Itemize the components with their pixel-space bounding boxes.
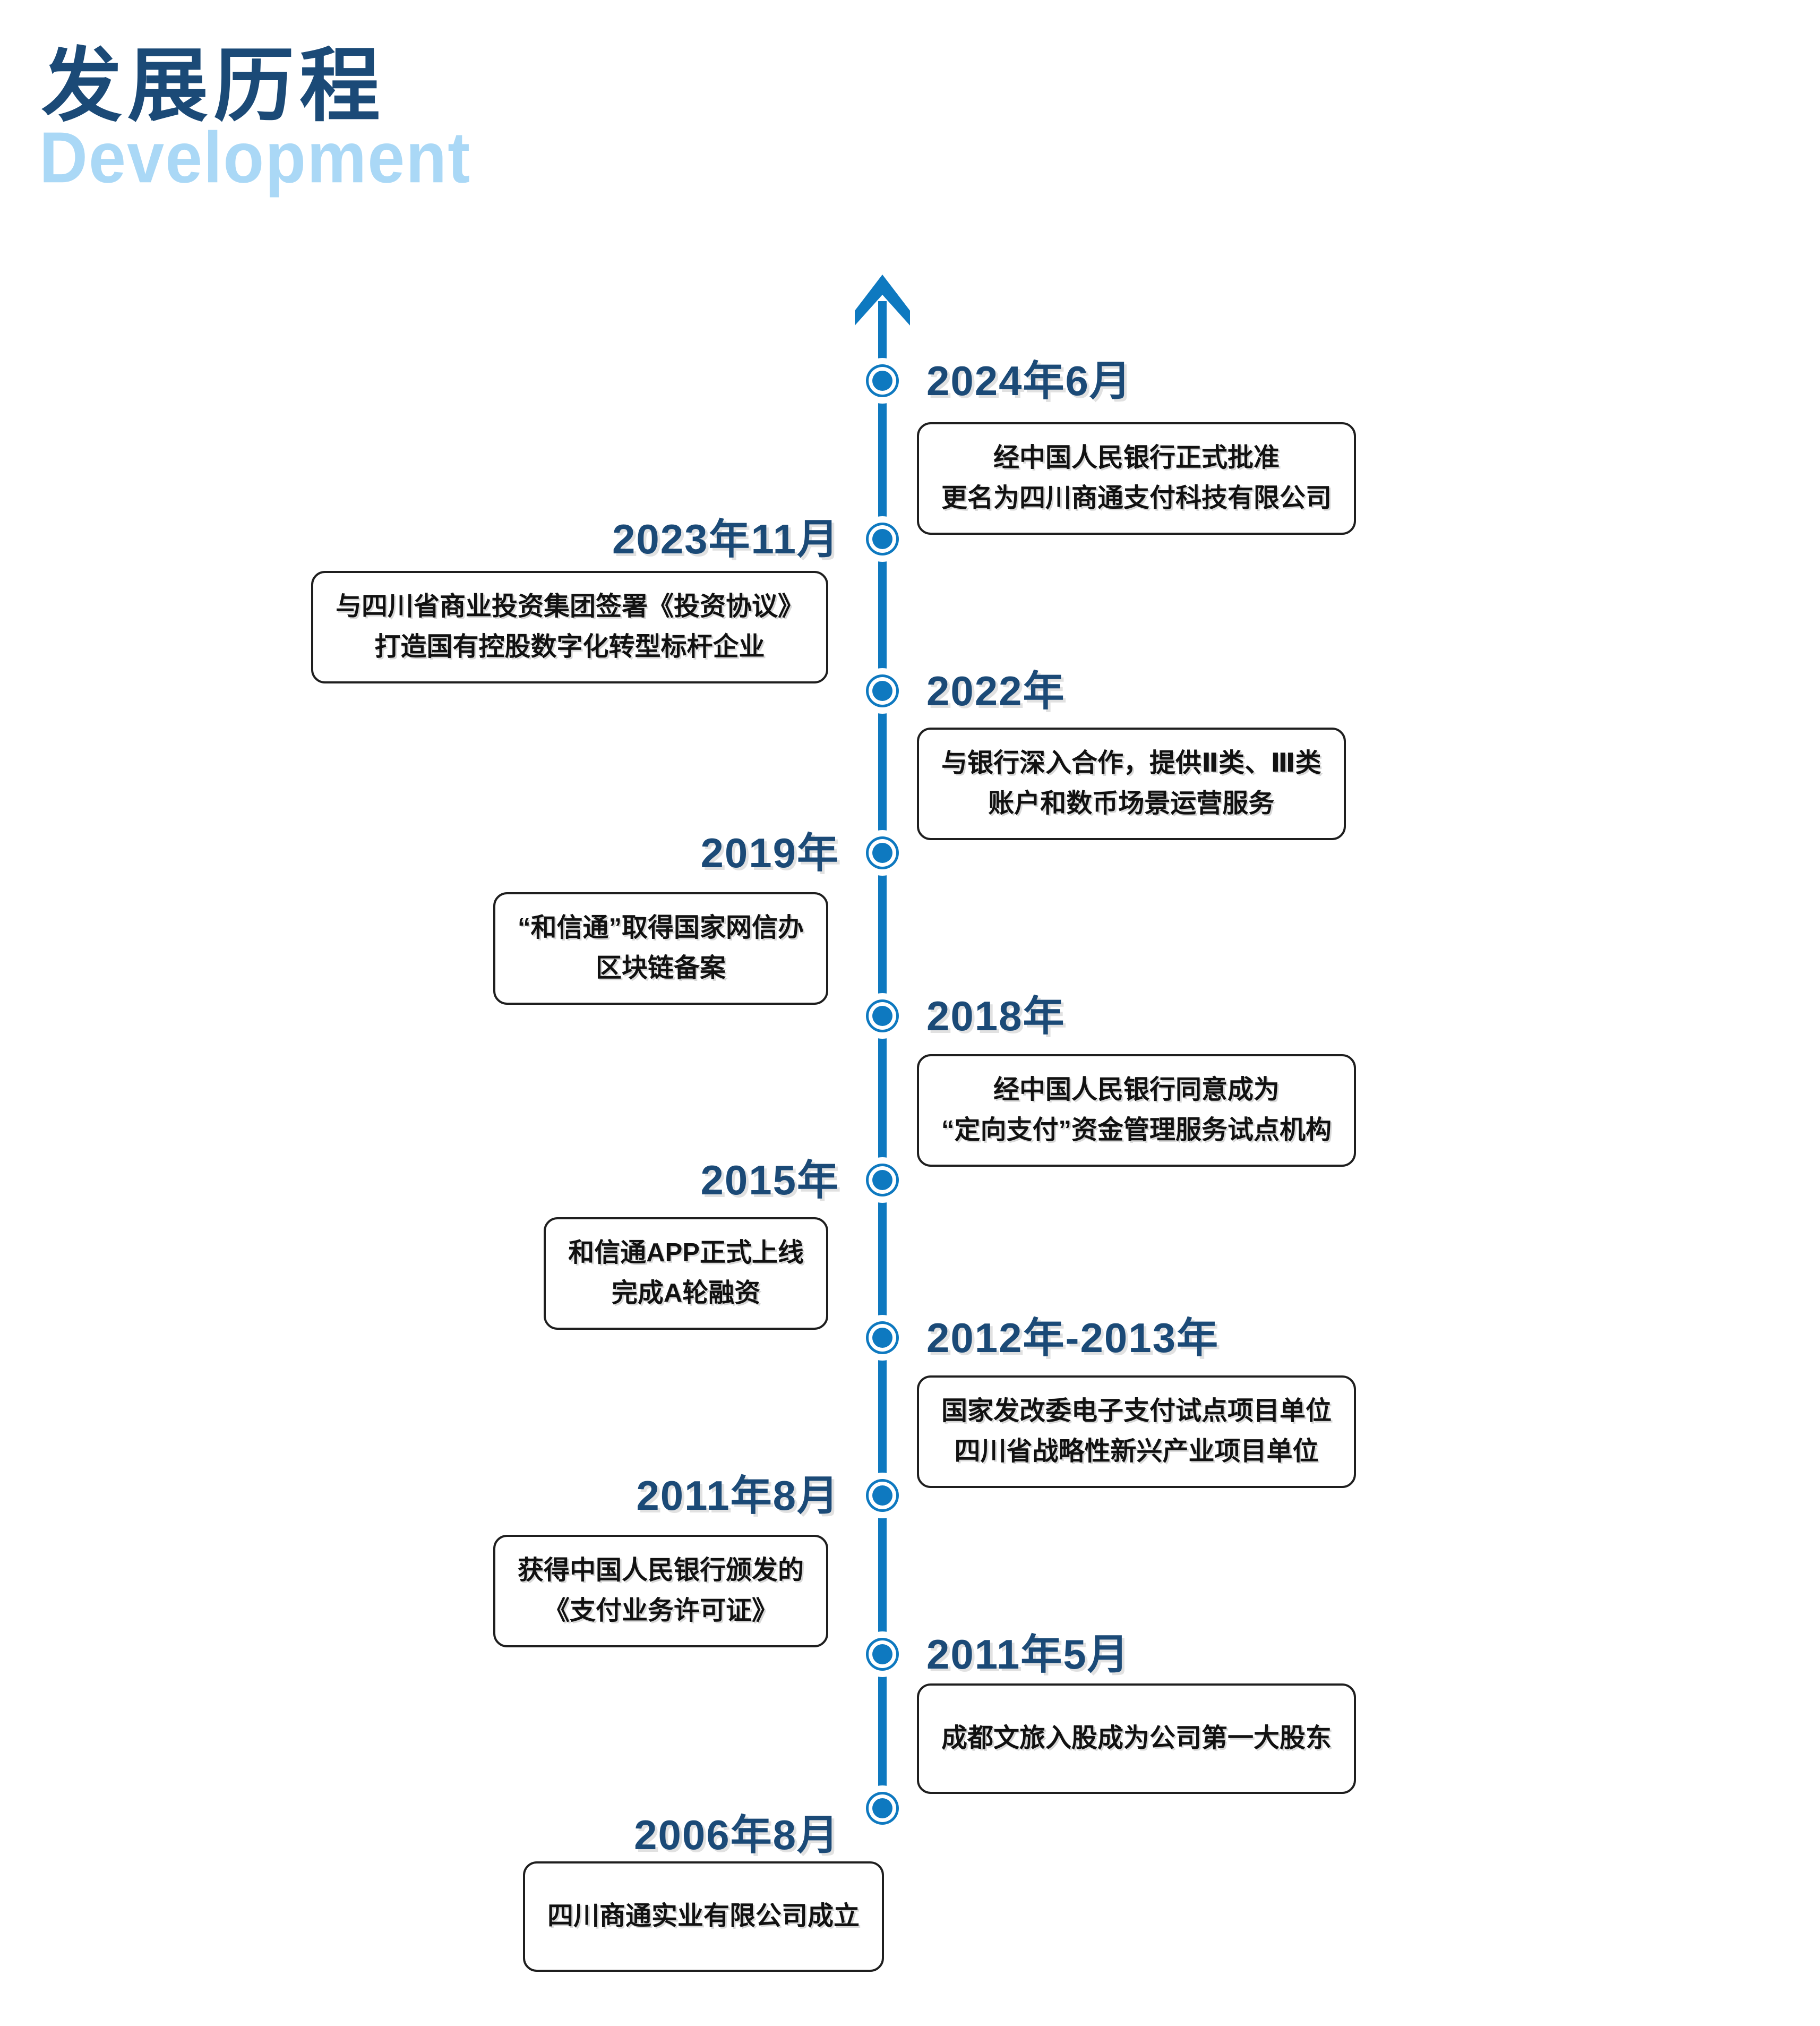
timeline-node	[872, 1798, 892, 1818]
timeline-node	[872, 529, 892, 549]
page-subtitle: Development	[39, 117, 471, 198]
milestone-date: 2012年-2013年	[926, 1314, 1220, 1361]
page-title: 发展历程	[41, 41, 385, 131]
timeline-node	[872, 371, 892, 391]
timeline-node	[872, 843, 892, 863]
milestone-description-box: “和信通”取得国家网信办 区块链备案	[493, 892, 828, 1005]
timeline-node	[872, 1485, 892, 1506]
milestone-date: 2011年5月	[926, 1631, 1130, 1678]
milestone-date: 2023年11月	[612, 516, 839, 562]
timeline-node	[872, 1644, 892, 1664]
milestone-description-box: 经中国人民银行正式批准 更名为四川商通支付科技有限公司	[917, 422, 1357, 535]
milestone-date: 2006年8月	[634, 1811, 839, 1858]
milestone-date: 2015年	[700, 1157, 839, 1203]
timeline-node	[872, 1170, 892, 1190]
timeline-node	[872, 1006, 892, 1026]
milestone-description-box: 和信通APP正式上线 完成A轮融资	[544, 1217, 828, 1330]
milestone-date: 2011年8月	[636, 1472, 839, 1519]
milestone-date: 2019年	[700, 830, 839, 876]
milestone-description-box: 获得中国人民银行颁发的 《支付业务许可证》	[493, 1535, 828, 1647]
milestone-description-box: 四川商通实业有限公司成立	[523, 1861, 885, 1972]
timeline-node	[872, 681, 892, 701]
milestone-description-box: 与银行深入合作，提供Ⅱ类、Ⅲ类 账户和数币场景运营服务	[917, 728, 1346, 840]
milestone-description-box: 经中国人民银行同意成为 “定向支付”资金管理服务试点机构	[917, 1054, 1357, 1167]
milestone-description-box: 成都文旅入股成为公司第一大股东	[917, 1683, 1357, 1794]
milestone-date: 2022年	[926, 668, 1066, 714]
timeline-node	[872, 1328, 892, 1348]
milestone-date: 2018年	[926, 993, 1066, 1039]
milestone-description-box: 与四川省商业投资集团签署《投资协议》 打造国有控股数字化转型标杆企业	[311, 571, 828, 683]
milestone-description-box: 国家发改委电子支付试点项目单位 四川省战略性新兴产业项目单位	[917, 1375, 1357, 1488]
milestone-date: 2024年6月	[926, 357, 1132, 404]
